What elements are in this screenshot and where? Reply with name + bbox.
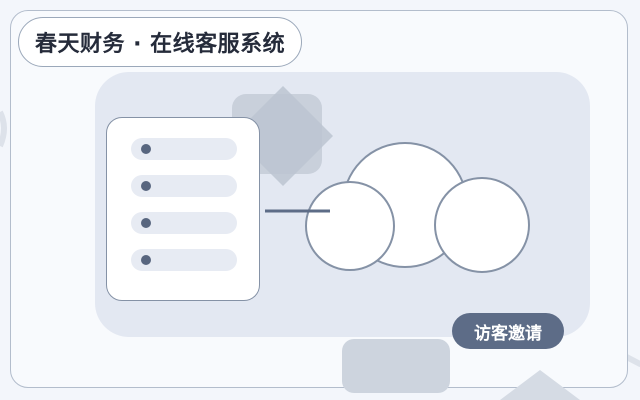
deco-arc-left [0,110,7,148]
page-title: 春天财务 · 在线客服系统 [35,32,286,57]
invite-visitor-button[interactable]: 访客邀请 [452,313,564,349]
list-item [131,249,237,271]
list-item [131,138,237,160]
bottom-triangle-shape [500,370,580,400]
cloud-left-circle [305,181,395,271]
bullet-dot [141,218,151,228]
list-item [131,212,237,234]
bullet-dot [141,255,151,265]
decorative-block [342,339,450,393]
title-bar: 春天财务 · 在线客服系统 [18,17,303,67]
list-item [131,175,237,197]
bullet-dot [141,144,151,154]
cloud-right-circle [434,177,530,273]
bullet-dot [141,181,151,191]
document-list-icon [106,117,260,301]
invite-visitor-label: 访客邀请 [474,323,542,344]
